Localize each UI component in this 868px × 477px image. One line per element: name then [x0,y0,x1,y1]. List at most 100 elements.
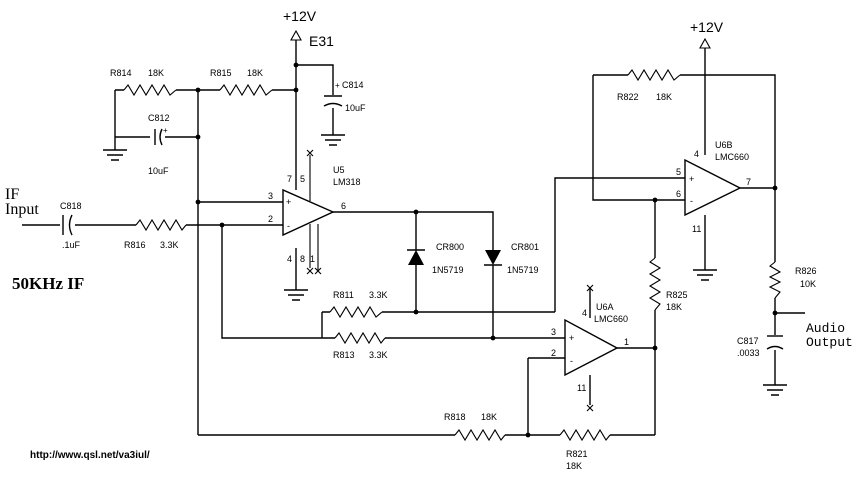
r821-value: 18K [566,461,582,471]
u6b-pin-7: 7 [746,177,751,187]
u6a-part: LMC660 [594,314,628,324]
c814-value: 10uF [345,103,366,113]
c814-ref: C814 [342,80,364,90]
u6b-part: LMC660 [715,152,749,162]
u5-pin-8: 8 [300,254,305,264]
r826-value: 10K [800,279,816,289]
capacitor-c812-symbol: + [154,126,168,146]
u6a-ref: U6A [596,302,614,312]
r822-value: 18K [656,92,672,102]
c818-ref: C818 [60,201,82,211]
u5-pin-5: 5 [300,174,305,184]
c818-value: .1uF [62,240,81,250]
output-label-line2: Output [806,335,853,350]
ground-u6b-symbol [693,269,717,281]
u5-ref: U5 [333,165,345,175]
vcc-label-left: +12V [283,8,317,24]
resistor-r813-symbol [334,331,386,345]
svg-text:+: + [286,197,291,207]
resistor-r826-symbol [768,261,782,299]
cr801-part: 1N5719 [507,265,539,275]
r811-ref: R811 [333,290,354,300]
diode-symbols [407,249,502,266]
resistor-r811-symbol [329,305,383,319]
c812-value: 10uF [148,166,169,176]
ground-c817-symbol [763,384,787,396]
capacitor-c817-symbol [766,335,784,350]
ground-c814-symbol [321,134,345,146]
svg-text:-: - [690,196,693,206]
r822-ref: R822 [617,92,639,102]
opamp-u6a-symbol: + - [564,284,619,412]
vcc-label-right: +12V [690,19,724,35]
cr800-ref: CR800 [436,242,464,252]
r818-ref: R818 [444,412,466,422]
resistor-r825-symbol [648,257,662,311]
c812-ref: C812 [148,113,170,123]
resistor-symbols [123,68,782,442]
cr800-part: 1N5719 [432,265,464,275]
u6b-pin-4: 4 [694,149,699,159]
r813-ref: R813 [333,350,355,360]
u5-pin-7: 7 [287,174,292,184]
diode-cr801-symbol [484,250,502,266]
r814-ref: R814 [110,68,132,78]
cr801-ref: CR801 [511,242,539,252]
r825-ref: R825 [666,290,688,300]
r813-value: 3.3K [369,350,388,360]
input-label-line1: IF [5,186,19,203]
r815-value: 18K [247,68,263,78]
u5-pin-3: 3 [268,191,273,201]
output-label-line1: Audio [806,321,845,336]
c817-ref: C817 [737,336,759,346]
ground-c812-symbol [103,149,127,161]
resistor-r821-symbol [559,428,611,442]
u5-pin-2: 2 [268,214,273,224]
input-label-line2: Input [5,201,39,218]
diode-cr800-symbol [407,249,425,265]
ground-symbols [103,134,787,396]
r818-value: 18K [481,412,497,422]
c817-value: .0033 [737,348,760,358]
r816-value: 3.3K [160,240,179,250]
test-point-label: E31 [309,33,334,49]
u5-pin-4: 4 [287,254,292,264]
r825-value: 18K [666,302,682,312]
svg-text:+: + [689,174,694,184]
capacitor-c818-symbol [62,214,73,236]
u6a-pin-11: 11 [577,383,586,393]
u5-pin-1: 1 [310,254,315,264]
supply-arrows [290,29,711,49]
resistor-r822-symbol [627,68,681,82]
r821-ref: R821 [566,449,588,459]
resistor-r818-symbol [454,428,506,442]
u5-part: LM318 [333,177,361,187]
r826-ref: R826 [795,266,817,276]
junctions [195,62,778,438]
capacitor-symbols: + + [62,81,784,350]
resistor-r815-symbol [219,83,273,97]
svg-text:+: + [163,126,168,135]
opamp-u6b-symbol: + - [684,158,742,217]
resistor-r816-symbol [135,218,187,232]
u6a-pin-1: 1 [624,337,629,347]
svg-text:+: + [335,81,340,90]
svg-text:-: - [570,356,573,366]
r815-ref: R815 [210,68,232,78]
r811-value: 3.3K [369,290,388,300]
u6b-pin-11: 11 [692,224,701,234]
u5-pin-6: 6 [341,201,346,211]
if-frequency-note: 50KHz IF [12,274,84,293]
u6b-ref: U6B [715,140,733,150]
r814-value: 18K [148,68,164,78]
u6b-pin-6: 6 [676,189,681,199]
svg-text:-: - [287,221,290,231]
u6a-pin-4: 4 [582,308,587,318]
ground-u5-symbol [284,289,308,301]
r816-ref: R816 [124,240,146,250]
resistor-r814-symbol [123,83,177,97]
capacitor-c814-symbol: + [323,81,343,107]
wires [22,40,805,436]
